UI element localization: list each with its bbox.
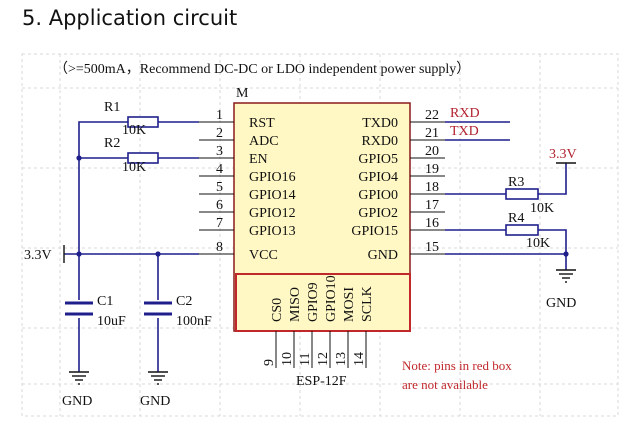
pin-number-2: 2 xyxy=(216,126,223,141)
pin-label-mosi: MOSI xyxy=(342,287,357,322)
c1-ref: C1 xyxy=(97,294,113,309)
pin-number-20: 20 xyxy=(425,144,439,159)
pin-number-8: 8 xyxy=(216,240,223,255)
pin-number-16: 16 xyxy=(425,216,439,231)
section-heading: 5. Application circuit xyxy=(22,6,238,30)
pin-label-gpio15: GPIO15 xyxy=(351,224,398,239)
pin-label-gpio9: GPIO9 xyxy=(306,282,321,322)
pin-label-cs0: CS0 xyxy=(270,298,285,322)
pin-label-gpio16: GPIO16 xyxy=(249,170,296,185)
r3-ref: R3 xyxy=(508,175,524,190)
pin-label-rxd0: RXD0 xyxy=(361,134,398,149)
junction-dots xyxy=(76,155,569,257)
note-line-1: Note: pins in red box xyxy=(402,358,512,373)
pin-number-6: 6 xyxy=(216,198,223,213)
pin-number-22: 22 xyxy=(425,108,439,123)
module-body xyxy=(233,102,411,332)
pin-label-gpio12: GPIO12 xyxy=(249,206,296,221)
note-line-2: are not available xyxy=(402,377,488,392)
capacitor-c1 xyxy=(65,301,93,316)
pin-label-rst: RST xyxy=(249,116,275,131)
pin-number-19: 19 xyxy=(425,162,439,177)
subtitle: （>=500mA，Recommend DC-DC or LDO independ… xyxy=(54,61,470,77)
pin-number-14: 14 xyxy=(352,352,367,366)
pin-number-10: 10 xyxy=(280,352,295,366)
pin-number-15: 15 xyxy=(425,240,439,255)
pin-label-en: EN xyxy=(249,152,268,167)
capacitor-c2 xyxy=(144,301,172,316)
r1-value: 10K xyxy=(122,123,146,138)
pin-number-11: 11 xyxy=(298,353,313,366)
pin-number-18: 18 xyxy=(425,180,439,195)
gnd-label-c2: GND xyxy=(140,394,170,409)
r3-value: 10K xyxy=(530,201,554,216)
pin-number-12: 12 xyxy=(316,352,331,366)
r4-ref: R4 xyxy=(508,211,524,226)
pin-label-gpio10: GPIO10 xyxy=(324,275,339,322)
resistor-r2 xyxy=(127,152,159,164)
pin-number-9: 9 xyxy=(262,359,277,366)
c2-ref: C2 xyxy=(176,294,192,309)
r2-value: 10K xyxy=(122,160,146,175)
pin-number-13: 13 xyxy=(334,352,349,366)
pin-label-vcc: VCC xyxy=(249,248,278,263)
pin-label-miso: MISO xyxy=(288,287,303,322)
pin-number-3: 3 xyxy=(216,144,223,159)
net-3v3-left: 3.3V xyxy=(24,248,52,263)
module-name: ESP-12F xyxy=(296,374,347,389)
r2-ref: R2 xyxy=(104,136,120,151)
r1-ref: R1 xyxy=(104,100,120,115)
r4-value: 10K xyxy=(526,236,550,251)
pin-number-1: 1 xyxy=(216,108,223,123)
net-label-rxd: RXD xyxy=(450,106,480,121)
pin-number-17: 17 xyxy=(425,198,439,213)
pin-number-7: 7 xyxy=(216,216,223,231)
resistor-r3 xyxy=(505,188,539,200)
ground-symbol-right xyxy=(556,269,576,283)
c2-value: 100nF xyxy=(176,314,212,329)
resistor-r4 xyxy=(505,224,539,236)
module-designator: M xyxy=(236,86,249,101)
pin-label-txd0: TXD0 xyxy=(362,116,398,131)
pin-label-gpio13: GPIO13 xyxy=(249,224,296,239)
pin-number-5: 5 xyxy=(216,180,223,195)
pin-label-gnd: GND xyxy=(368,248,398,263)
unavailable-pins-box xyxy=(235,273,411,332)
pin-label-gpio5: GPIO5 xyxy=(358,152,398,167)
pin-label-gpio0: GPIO0 xyxy=(358,188,398,203)
pin-label-adc: ADC xyxy=(249,134,279,149)
wires xyxy=(64,121,567,372)
gnd-label-right: GND xyxy=(546,296,576,311)
gnd-label-c1: GND xyxy=(62,394,92,409)
resistor-r1 xyxy=(127,116,159,128)
pin-label-gpio14: GPIO14 xyxy=(249,188,296,203)
left-pin-lines xyxy=(199,121,234,255)
net-label-txd: TXD xyxy=(450,124,479,139)
net-3v3-right: 3.3V xyxy=(549,147,577,162)
bottom-pin-lines xyxy=(275,331,367,368)
ground-symbol-c2 xyxy=(148,371,168,385)
pin-label-gpio4: GPIO4 xyxy=(358,170,398,185)
pin-label-gpio2: GPIO2 xyxy=(358,206,398,221)
pin-label-sclk: SCLK xyxy=(360,286,375,322)
right-pin-lines xyxy=(410,121,445,255)
ground-symbol-c1 xyxy=(69,371,89,385)
pin-number-4: 4 xyxy=(216,162,223,177)
c1-value: 10uF xyxy=(97,314,126,329)
pin-number-21: 21 xyxy=(425,126,439,141)
